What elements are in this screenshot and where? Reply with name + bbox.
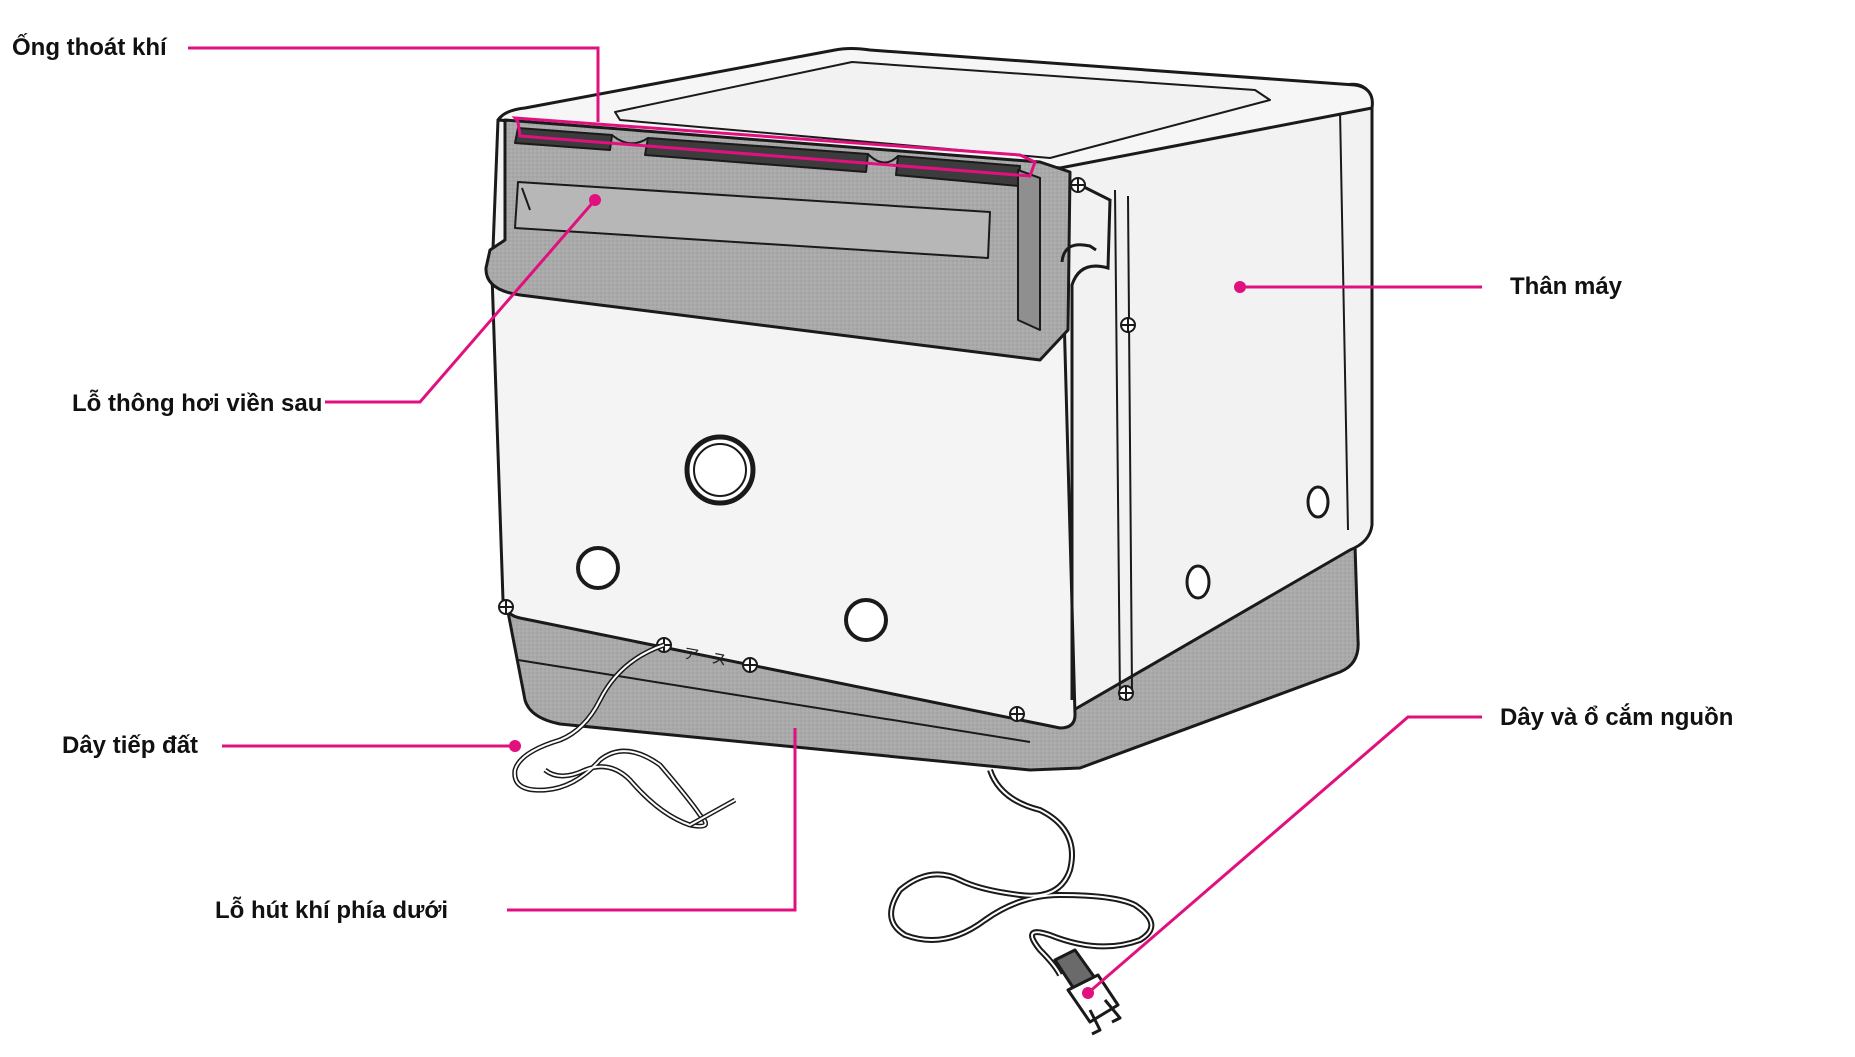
label-exhaust-duct: Ống thoát khí <box>12 34 167 61</box>
rear-ports <box>576 434 888 642</box>
side-ports <box>1185 485 1330 600</box>
callout-bottom-intake <box>507 728 797 912</box>
label-bottom-intake: Lỗ hút khí phía dưới <box>215 897 449 924</box>
power-plug <box>1053 948 1122 1036</box>
ground-wire-coil <box>512 642 737 829</box>
callout-dots <box>509 194 1246 999</box>
screws <box>498 177 1136 722</box>
label-body: Thân máy <box>1510 273 1623 300</box>
callout-exhaust-duct <box>188 46 600 122</box>
label-power-cord: Dây và ổ cắm nguồn <box>1500 704 1734 731</box>
label-rear-vent: Lỗ thông hơi viền sau <box>72 390 323 417</box>
callout-rear-vent <box>325 199 597 404</box>
callout-power-cord <box>1087 715 1482 995</box>
label-ground-wire: Dây tiếp đất <box>62 732 199 759</box>
callout-lines <box>188 46 1482 995</box>
base-tray <box>506 543 1360 772</box>
power-cord-coil <box>888 768 1155 977</box>
exhaust-highlight <box>511 116 1037 178</box>
rear-rail <box>1060 183 1112 700</box>
